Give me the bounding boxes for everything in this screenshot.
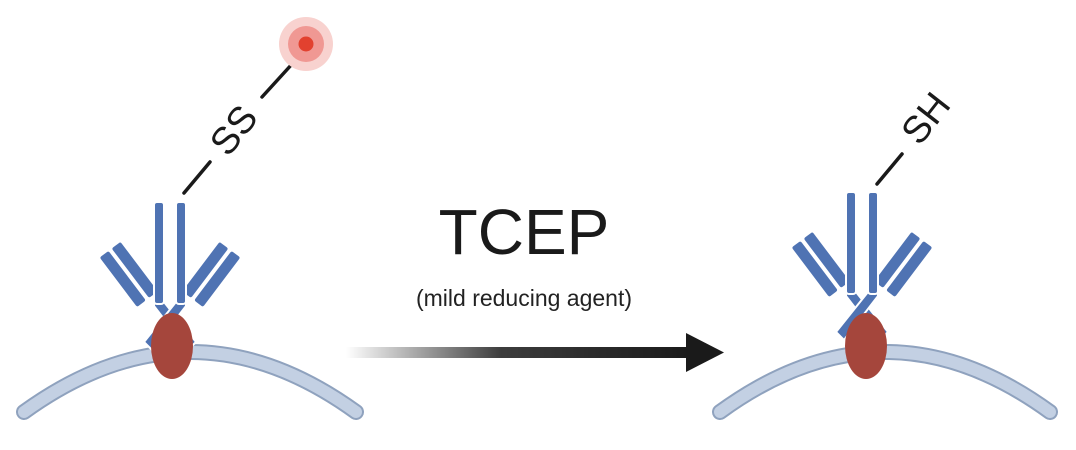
right-arrow-icon [346,333,724,372]
right-panel: SH [712,85,1058,420]
linker-right [875,152,904,186]
antigen-left [151,313,193,379]
fluorophore-icon [279,17,333,71]
linker-left-upper [260,61,295,99]
linker-left-lower [182,160,212,195]
reagent-note: (mild reducing agent) [416,285,632,311]
reagent-label: TCEP [439,196,610,268]
disulfide-label: SS [202,98,266,164]
reaction-center: TCEP (mild reducing agent) [346,196,724,372]
left-panel: SS [16,17,364,420]
thiol-label: SH [894,85,960,152]
antigen-right [845,313,887,379]
